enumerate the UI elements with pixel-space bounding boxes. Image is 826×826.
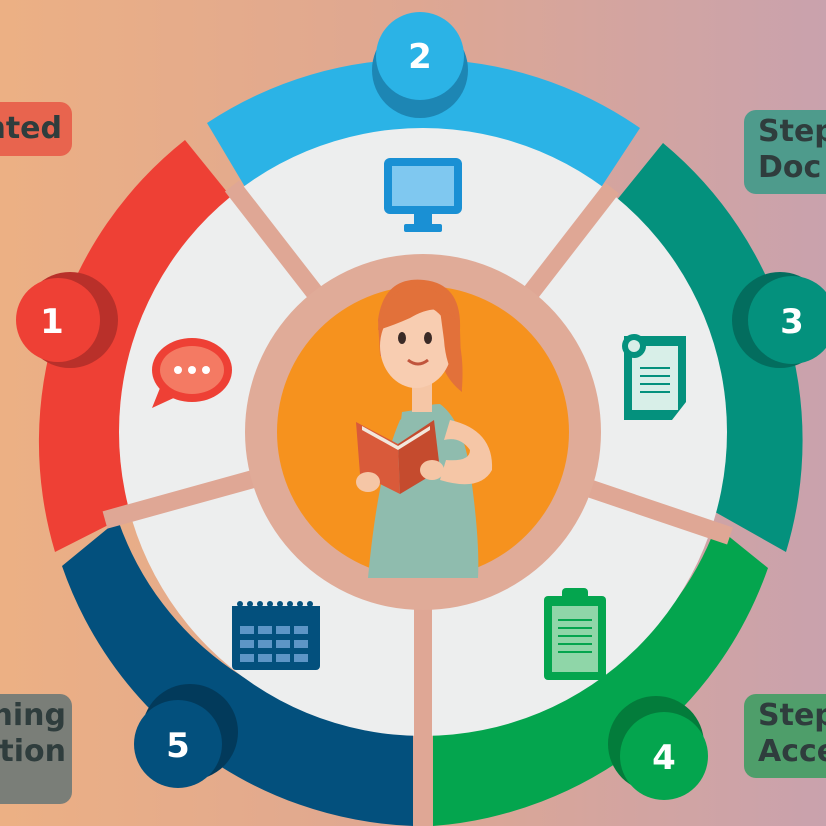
woman-reading-illustration — [356, 279, 493, 578]
step-4-label: Step Acce — [744, 694, 826, 778]
badge-5: 5 — [134, 684, 238, 788]
step-5-label-text: ning ction — [0, 698, 66, 769]
segment-5 — [62, 520, 413, 826]
badge-3-number: 3 — [780, 302, 804, 342]
badge-2-number: 2 — [408, 37, 432, 77]
monitor-icon — [384, 158, 462, 232]
step-4-label-text: Step Acce — [758, 698, 826, 769]
badge-3: 3 — [732, 272, 826, 368]
badge-2: 2 — [372, 12, 468, 118]
badge-5-number: 5 — [166, 726, 190, 766]
badge-4: 4 — [608, 696, 708, 800]
calendar-icon — [232, 601, 320, 670]
step-5-label: ning ction — [0, 694, 72, 804]
badge-4-number: 4 — [652, 738, 676, 778]
certificate-document-icon — [622, 334, 686, 420]
speech-bubble-icon — [152, 338, 232, 408]
step-1-label: nted — [0, 102, 72, 156]
clipboard-icon — [544, 588, 606, 680]
step-3-label-text: Step Doc — [758, 114, 826, 185]
segment-2 — [207, 59, 640, 192]
badge-1-number: 1 — [40, 302, 64, 342]
step-3-label: Step Doc — [744, 110, 826, 194]
badge-1: 1 — [16, 272, 118, 368]
step-1-label-text: nted — [0, 111, 62, 146]
